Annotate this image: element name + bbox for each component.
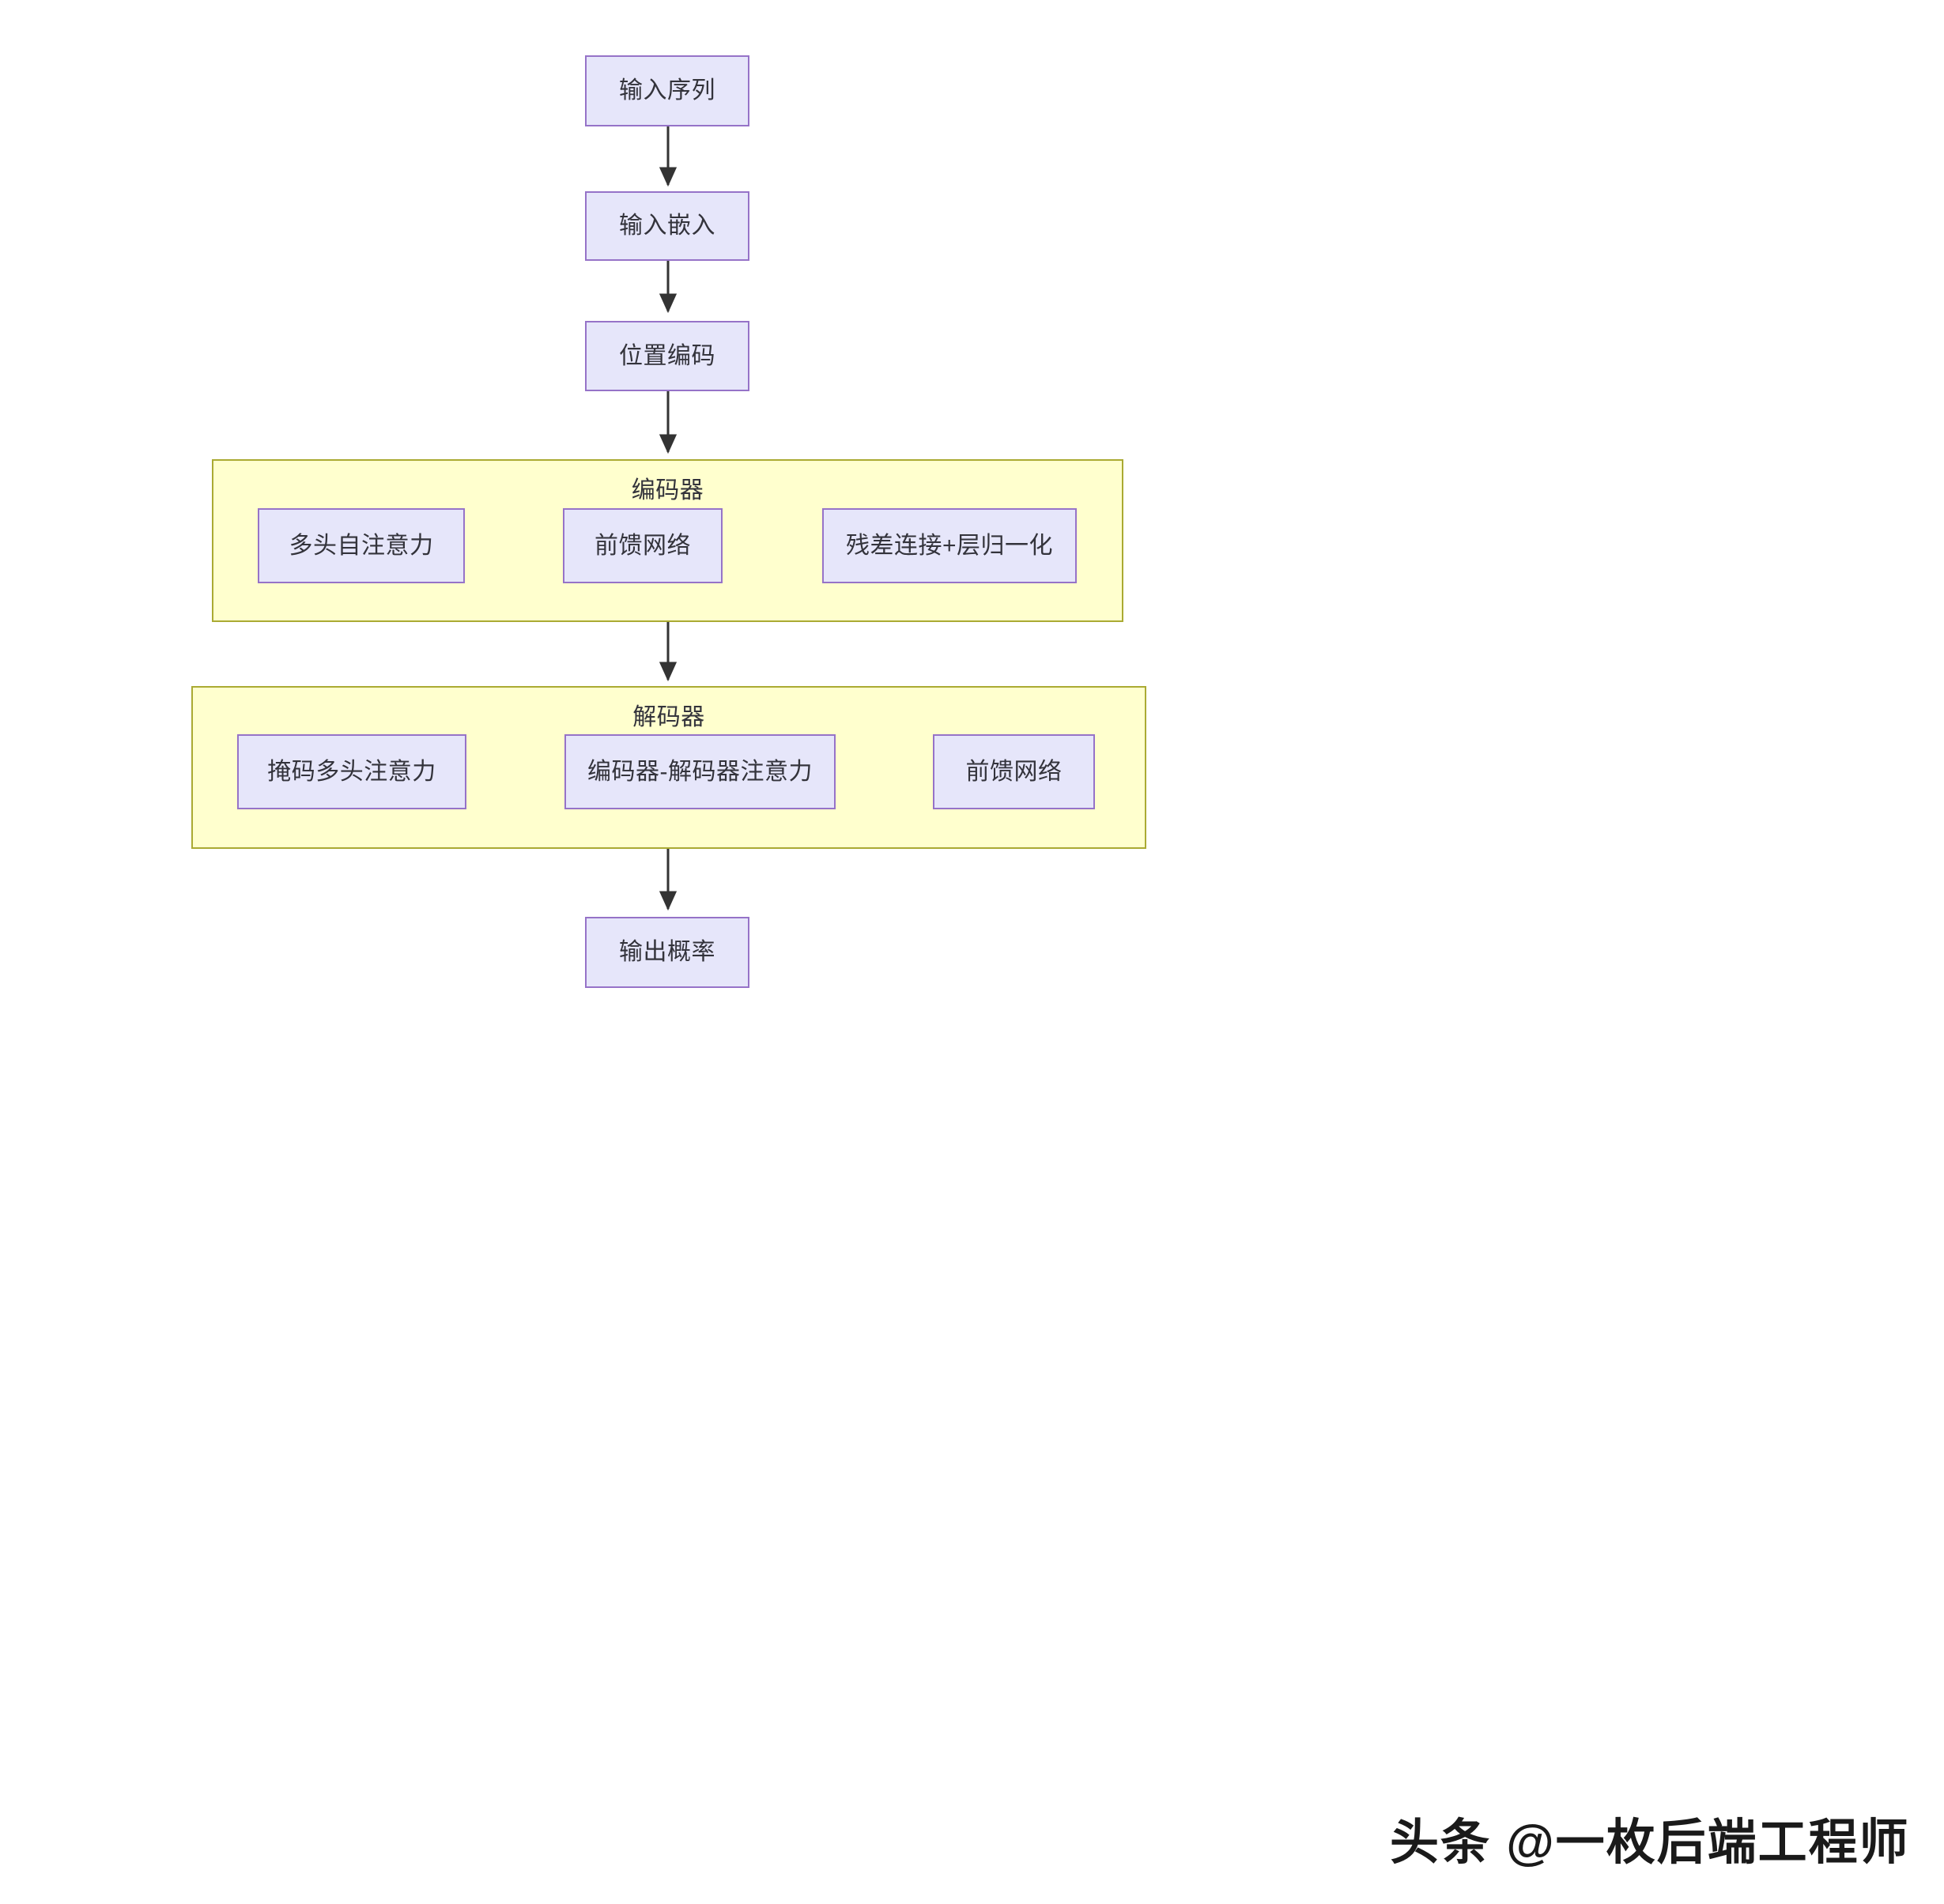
node-residual-layernorm[interactable]: 残差连接+层归一化 [822, 508, 1077, 583]
watermark-text: 头条 @一枚后端工程师 [1390, 1815, 1910, 1870]
node-input-sequence[interactable]: 输入序列 [585, 55, 749, 126]
node-positional-encoding[interactable]: 位置编码 [585, 321, 749, 391]
node-feed-forward-decoder[interactable]: 前馈网络 [933, 734, 1095, 809]
cluster-decoder-title: 解码器 [632, 704, 705, 730]
node-encoder-decoder-attention[interactable]: 编码器-解码器注意力 [564, 734, 836, 809]
node-feed-forward-encoder[interactable]: 前馈网络 [563, 508, 723, 583]
node-output-probability[interactable]: 输出概率 [585, 917, 749, 988]
node-input-embedding[interactable]: 输入嵌入 [585, 191, 749, 261]
node-multi-head-self-attention[interactable]: 多头自注意力 [258, 508, 465, 583]
cluster-encoder-title: 编码器 [631, 477, 704, 503]
node-masked-multi-head-attention[interactable]: 掩码多头注意力 [237, 734, 466, 809]
